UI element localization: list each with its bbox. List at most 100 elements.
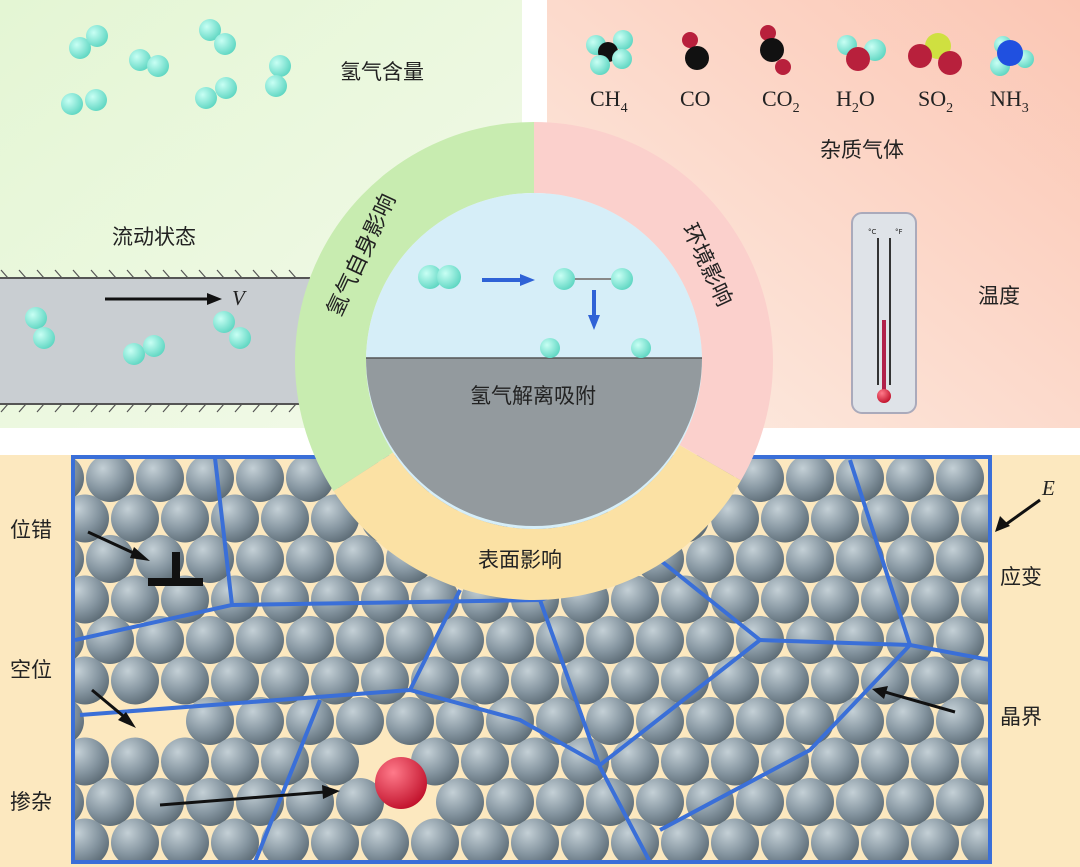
lattice-atom xyxy=(811,494,859,543)
lattice-atom xyxy=(361,575,409,624)
flow-pipe xyxy=(0,269,310,413)
lattice-atom xyxy=(661,818,709,860)
lattice-atom xyxy=(886,457,934,502)
thermometer: °C °F xyxy=(851,212,917,414)
lattice-atom xyxy=(486,616,534,664)
molecule-formula: H2O xyxy=(836,86,875,116)
lattice-atom xyxy=(311,575,359,624)
lattice-atom xyxy=(911,575,959,624)
lattice-atom xyxy=(961,737,988,786)
lattice-atom xyxy=(386,616,434,664)
lattice-atom xyxy=(661,656,709,705)
molecule-formula: CO xyxy=(680,86,711,111)
nh3-molecule xyxy=(990,36,1034,76)
lattice-atom xyxy=(611,656,659,705)
lattice-atom xyxy=(236,457,284,502)
lattice-atom xyxy=(961,656,988,705)
lattice-atom xyxy=(75,494,109,543)
lattice-atom xyxy=(761,575,809,624)
lattice-atom xyxy=(761,656,809,705)
ring-segment-surface xyxy=(333,445,741,600)
molecule-formula: CO2 xyxy=(762,86,800,116)
lattice-atom xyxy=(136,778,184,826)
ring-segment-environment xyxy=(534,122,773,481)
lattice-atom xyxy=(86,616,134,664)
lattice-atom xyxy=(261,494,309,543)
lattice-atom xyxy=(461,737,509,786)
lattice-atom xyxy=(261,656,309,705)
lattice-atom xyxy=(586,778,634,826)
surface-influence-label: 表面影响 xyxy=(478,548,562,572)
lattice-atom xyxy=(536,778,584,826)
arrow-head-icon xyxy=(207,293,222,305)
h2-molecule xyxy=(69,25,108,59)
grain-boundary-line xyxy=(79,687,601,767)
lattice-atom xyxy=(861,818,909,860)
doping-label: 掺杂 xyxy=(10,790,52,814)
lattice-atom xyxy=(811,575,859,624)
impurity-molecules xyxy=(586,25,1034,76)
lattice-atom xyxy=(361,656,409,705)
ring-segment-hydrogen xyxy=(295,121,534,492)
lattice-atom xyxy=(236,697,284,745)
lattice-atom xyxy=(261,737,309,786)
grain-boundary-line xyxy=(408,589,462,691)
h2-molecule xyxy=(265,55,291,97)
lattice-atom xyxy=(161,494,209,543)
strain-label: 应变 xyxy=(1000,565,1042,589)
lattice-atom xyxy=(811,818,859,860)
lattice-atom xyxy=(861,575,909,624)
lattice-atom xyxy=(261,575,309,624)
lattice-atom xyxy=(711,737,759,786)
so2-molecule xyxy=(908,33,962,75)
lattice-atom xyxy=(286,616,334,664)
lattice-atom xyxy=(686,697,734,745)
lattice-atom xyxy=(961,494,988,543)
lattice-atom xyxy=(461,656,509,705)
ch4-molecule xyxy=(586,30,633,75)
lattice-atom xyxy=(286,778,334,826)
lattice-atom xyxy=(436,778,484,826)
grain-boundary-label: 晶界 xyxy=(1000,705,1042,729)
molecule-formula: NH3 xyxy=(990,86,1029,116)
grain-boundaries xyxy=(75,457,988,860)
lattice-atom xyxy=(936,778,984,826)
lattice-atom xyxy=(611,737,659,786)
vacancy-label: 空位 xyxy=(10,658,52,682)
lattice-atom xyxy=(111,818,159,860)
lattice-atom xyxy=(336,697,384,745)
lattice-atom xyxy=(586,697,634,745)
lattice-atom xyxy=(811,737,859,786)
lattice-atom xyxy=(711,656,759,705)
lattice-atom xyxy=(461,818,509,860)
lattice-atom xyxy=(186,616,234,664)
lattice-atom xyxy=(486,778,534,826)
lattice-atom xyxy=(411,818,459,860)
hydrogen-molecules xyxy=(25,19,291,365)
pointer-arrows xyxy=(87,498,1041,807)
impurity-gas-label: 杂质气体 xyxy=(820,138,904,162)
lattice-atom xyxy=(186,457,234,502)
temperature-label: 温度 xyxy=(978,284,1020,308)
lattice-atom xyxy=(836,778,884,826)
h2-molecule xyxy=(61,89,107,115)
dissociative-adsorption-label: 氢气解离吸附 xyxy=(470,384,596,408)
lattice-atom xyxy=(936,457,984,502)
lattice-atom xyxy=(711,818,759,860)
lattice-atom xyxy=(136,457,184,502)
lattice-atom xyxy=(261,818,309,860)
molecule-formula: CH4 xyxy=(590,86,628,116)
arrow-heads xyxy=(118,516,1010,799)
lattice-atom xyxy=(186,697,234,745)
lattice-atom xyxy=(611,818,659,860)
lattice-atom xyxy=(886,778,934,826)
lattice-atom xyxy=(411,575,459,624)
lattice-atom xyxy=(211,656,259,705)
strain-symbol: E xyxy=(1042,476,1055,500)
lattice-atom xyxy=(211,575,259,624)
dislocation-symbol xyxy=(148,552,203,586)
lattice-atom xyxy=(86,457,134,502)
lattice-atom xyxy=(436,697,484,745)
lattice-atom xyxy=(511,737,559,786)
